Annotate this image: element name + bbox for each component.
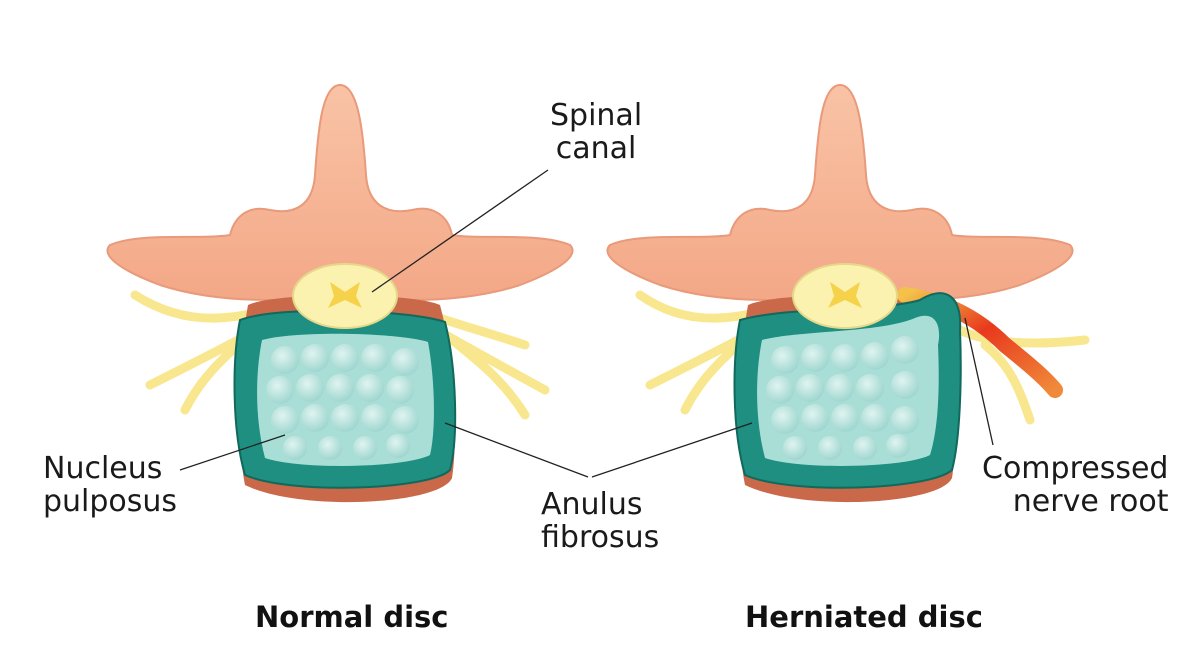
grey-matter-normal <box>328 282 362 308</box>
compressed-nerve-root-label: Compressed nerve root <box>982 452 1168 518</box>
grey-matter-herniated <box>828 282 862 308</box>
normal-disc-title: Normal disc <box>255 600 449 634</box>
leader-lines <box>179 169 994 478</box>
nucleus-bubbles-herniated <box>766 336 919 460</box>
nucleus-pulposus-label: Nucleus pulposus <box>43 452 177 518</box>
nucleus-leader <box>179 434 286 471</box>
anulus-line1: Anulus <box>541 487 643 522</box>
compressed-line1: Compressed <box>982 451 1169 486</box>
spinal-canal-leader <box>371 169 549 293</box>
spinal-canal-line2: canal <box>555 131 637 166</box>
nucleus-bubbles-normal <box>266 344 419 460</box>
compressed-line2: nerve root <box>1012 484 1169 519</box>
anulus-leader-right <box>591 422 753 478</box>
spinal-canal-label: Spinal canal <box>550 99 642 165</box>
right-nerve-root-h <box>955 325 1090 425</box>
normal-vertebra <box>106 83 574 503</box>
herniated-disc-title: Herniated disc <box>745 600 983 634</box>
compressed-leader <box>964 317 994 446</box>
nucleus-line1: Nucleus <box>43 451 163 486</box>
herniated-vertebra <box>606 83 1090 503</box>
anulus-line2: fibrosus <box>541 520 660 555</box>
spinal-canal-line1: Spinal <box>550 98 643 133</box>
nucleus-line2: pulposus <box>43 484 178 519</box>
anulus-leader-left <box>444 422 589 478</box>
anulus-fibrosus-label: Anulus fibrosus <box>541 488 659 554</box>
